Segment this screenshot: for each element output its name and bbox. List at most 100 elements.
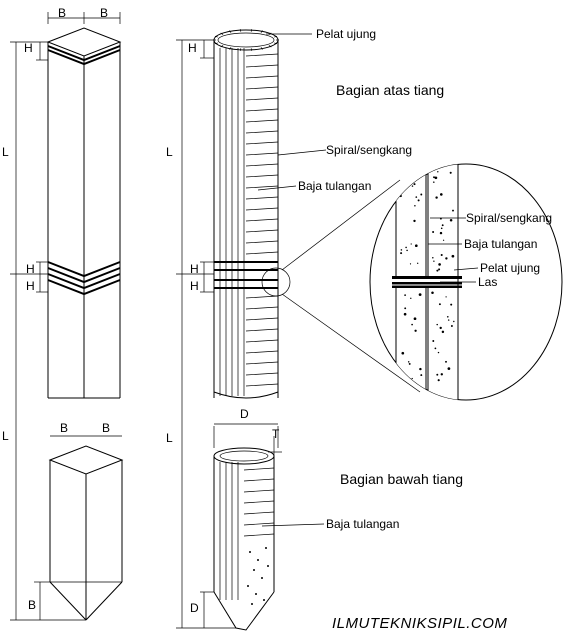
concrete-dot <box>420 193 423 196</box>
dim-h-round-joint-2: H <box>190 279 199 293</box>
concrete-dot <box>400 394 403 397</box>
concrete-dot <box>437 379 440 382</box>
spiral-line <box>245 119 279 123</box>
concrete-dot <box>445 257 448 260</box>
concrete-dot <box>436 323 438 326</box>
rim-spike <box>250 29 253 32</box>
rim-spike <box>268 45 272 48</box>
spiral-line <box>245 328 279 332</box>
label-pelat-ujung: Pelat ujung <box>316 27 376 41</box>
concrete-dot <box>453 320 455 323</box>
rim-spike <box>220 32 224 35</box>
concrete-dot <box>263 599 265 601</box>
concrete-dot <box>400 252 403 255</box>
rim-spike <box>274 35 278 38</box>
concrete-dot <box>449 171 452 174</box>
concrete-dot <box>447 319 450 321</box>
concrete-dot <box>404 294 406 296</box>
concrete-dot <box>451 254 455 258</box>
spiral-line <box>245 185 279 189</box>
concrete-dot <box>403 174 405 176</box>
dim-t: T <box>272 427 280 441</box>
concrete-dot <box>413 317 417 321</box>
concrete-dot <box>411 377 413 380</box>
concrete-dot <box>409 263 412 265</box>
concrete-dot <box>432 340 435 342</box>
concrete-dot <box>400 372 403 375</box>
concrete-dot <box>446 315 449 318</box>
spiral-line <box>245 75 279 79</box>
concrete-dot <box>413 183 416 186</box>
concrete-dot <box>249 551 251 553</box>
label-baja-main: Baja tulangan <box>298 179 371 193</box>
concrete-dot <box>433 260 435 262</box>
concrete-dot <box>436 373 439 376</box>
concrete-dot <box>450 303 453 306</box>
concrete-dot <box>413 219 416 223</box>
concrete-dot <box>445 360 447 363</box>
concrete-dot <box>445 296 447 298</box>
concrete-dot <box>441 330 445 334</box>
concrete-dot <box>437 171 439 173</box>
concrete-dot <box>438 303 441 306</box>
concrete-dot <box>432 231 435 233</box>
concrete-dot <box>440 253 443 257</box>
spiral-line <box>245 240 279 244</box>
concrete-dot <box>405 171 408 175</box>
round-pile-dimensions: L L H H H D T D <box>166 39 282 629</box>
spiral-line <box>243 500 275 504</box>
spiral-line <box>245 64 279 68</box>
spiral-line <box>245 141 279 145</box>
label-spiral-detail: Spiral/sengkang <box>466 211 552 225</box>
rim-spike <box>229 30 232 33</box>
concrete-dot <box>418 293 422 296</box>
rim-spike <box>214 35 218 38</box>
spiral-line <box>245 229 279 233</box>
concrete-dot <box>253 569 255 571</box>
dim-l-lower: L <box>2 429 9 443</box>
rim-spike <box>260 47 263 50</box>
concrete-dot <box>432 257 434 259</box>
concrete-dot <box>410 243 412 245</box>
concrete-dot <box>417 199 420 202</box>
concrete-dot <box>411 185 414 187</box>
spiral-line <box>245 130 279 134</box>
concrete-dot <box>420 374 423 377</box>
label-spiral-main: Spiral/sengkang <box>326 143 412 157</box>
concrete-dot <box>434 347 437 350</box>
concrete-dot <box>414 329 417 332</box>
spiral-line <box>245 295 279 299</box>
concrete-dot <box>440 227 443 230</box>
concrete-dot <box>439 193 443 196</box>
concrete-dot <box>406 182 410 186</box>
spiral-line <box>245 97 279 101</box>
concrete-dot <box>419 367 422 371</box>
concrete-dot <box>435 196 438 199</box>
watermark: ILMUTEKNIKSIPIL.COM <box>332 615 507 632</box>
spiral-line <box>245 218 279 222</box>
concrete-dot <box>265 547 267 549</box>
concrete-dot <box>401 398 403 400</box>
label-bagian-bawah: Bagian bawah tiang <box>340 471 463 487</box>
concrete-dot <box>400 249 403 251</box>
concrete-dot <box>267 565 269 567</box>
concrete-dot <box>414 205 416 207</box>
concrete-dot <box>439 326 442 330</box>
spiral-line <box>245 196 279 200</box>
spiral-line <box>243 511 275 515</box>
concrete-dot <box>434 176 438 180</box>
label-baja-bottom: Baja tulangan <box>326 517 399 531</box>
label-baja-detail: Baja tulangan <box>464 237 537 251</box>
round-pile-lower <box>213 447 275 631</box>
spiral-line <box>245 86 279 90</box>
spiral-line <box>245 339 279 343</box>
concrete-dot <box>414 244 418 248</box>
concrete-dot <box>440 373 443 376</box>
concrete-dot <box>251 603 253 605</box>
concrete-dot <box>450 325 453 327</box>
dim-b-lower-2: B <box>102 421 110 435</box>
spiral-line <box>245 383 279 387</box>
square-pile-dimensions: B B L L H H H B B B <box>2 6 122 621</box>
concrete-dot <box>404 307 407 310</box>
concrete-dot <box>434 397 437 400</box>
